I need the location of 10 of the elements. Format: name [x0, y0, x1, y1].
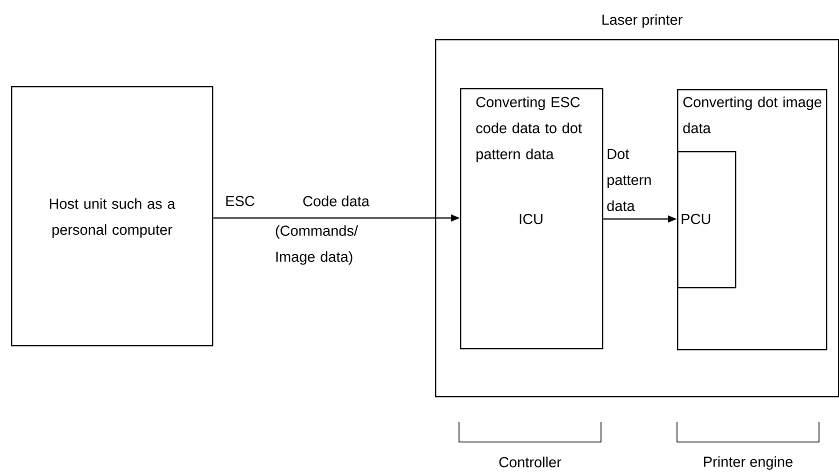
pcu-box: PCU — [677, 151, 736, 288]
edge-label: Dot pattern data — [607, 148, 651, 212]
bracket-label: Controller — [499, 456, 562, 468]
controller-box: Converting ESC code data to dot pattern data ICU — [460, 88, 604, 350]
signal-label: ESC — [226, 196, 254, 206]
edge-label: Code data — [303, 196, 370, 206]
node-label: Laser printer — [602, 14, 682, 28]
host-box: Host unit such as a personal computer — [11, 86, 214, 346]
signal-label: (Commands/ Image data) — [276, 225, 358, 265]
bracket-label: Printer engine — [704, 456, 792, 470]
